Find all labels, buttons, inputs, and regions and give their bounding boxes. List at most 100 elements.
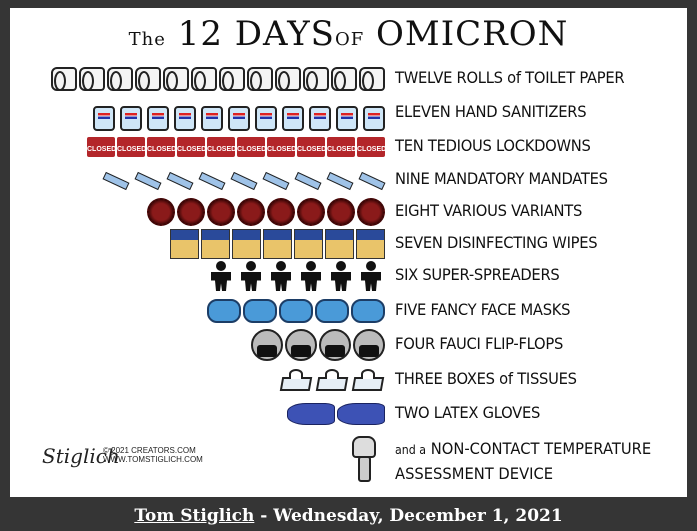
last-line-2: ASSESSMENT DEVICE xyxy=(395,464,554,483)
icon-group xyxy=(287,398,385,430)
person-icon xyxy=(327,261,355,291)
latex-glove-icon xyxy=(287,403,335,425)
wipes-icon xyxy=(263,229,292,259)
artist-signature: Stiglich xyxy=(42,444,120,468)
wipes-icon xyxy=(356,229,385,259)
wipes-icon xyxy=(170,229,199,259)
toilet-paper-icon xyxy=(219,67,245,91)
face-mask-icon xyxy=(351,299,385,323)
icon-group xyxy=(207,295,385,327)
person-icon xyxy=(357,261,385,291)
person-icon xyxy=(297,261,325,291)
verse-row: SEVEN DISINFECTING WIPES xyxy=(0,228,697,260)
virus-icon xyxy=(267,198,295,226)
hand-sanitizer-icon xyxy=(117,98,142,131)
hand-sanitizer-icon xyxy=(333,98,358,131)
title-of: OF xyxy=(334,29,365,50)
verse-row: ELEVEN HAND SANITIZERS xyxy=(0,97,697,131)
verse-label: SIX SUPER-SPREADERS xyxy=(395,265,560,284)
website-line: WWW.TOMSTIGLICH.COM xyxy=(103,455,203,464)
hand-sanitizer-icon xyxy=(252,98,277,131)
wipes-icon xyxy=(325,229,354,259)
hand-sanitizer-icon xyxy=(144,98,169,131)
copyright-text: © 2021 CREATORS.COM WWW.TOMSTIGLICH.COM xyxy=(103,446,203,464)
icon-group xyxy=(51,63,385,95)
toilet-paper-icon xyxy=(163,67,189,91)
verse-label: SEVEN DISINFECTING WIPES xyxy=(395,233,598,252)
icon-group xyxy=(279,364,385,396)
icon-group xyxy=(207,260,385,292)
hand-sanitizer-icon xyxy=(198,98,223,131)
virus-icon xyxy=(177,198,205,226)
wipes-icon xyxy=(294,229,323,259)
verse-label: TWELVE ROLLS of TOILET PAPER xyxy=(395,68,625,87)
virus-icon xyxy=(147,198,175,226)
syringe-icon xyxy=(99,173,129,187)
syringe-icon xyxy=(323,173,353,187)
title-omicron: OMICRON xyxy=(376,14,569,54)
syringe-icon xyxy=(163,173,193,187)
closed-sign-icon: CLOSED xyxy=(297,137,326,157)
verse-label: ELEVEN HAND SANITIZERS xyxy=(395,102,587,121)
thermometer-gun-icon xyxy=(352,436,378,482)
toilet-paper-icon xyxy=(191,67,217,91)
title-number: 12 xyxy=(177,14,223,54)
verse-label: EIGHT VARIOUS VARIANTS xyxy=(395,201,583,220)
hand-sanitizer-icon xyxy=(171,98,196,131)
closed-sign-icon: CLOSED xyxy=(327,137,356,157)
closed-sign-icon: CLOSED xyxy=(117,137,146,157)
caption-date: Wednesday, December 1, 2021 xyxy=(273,506,563,526)
closed-sign-icon: CLOSED xyxy=(177,137,206,157)
author-link[interactable]: Tom Stiglich xyxy=(134,506,255,526)
verse-row: THREE BOXES of TISSUES xyxy=(0,364,697,396)
toilet-paper-icon xyxy=(79,67,105,91)
face-mask-icon xyxy=(279,299,313,323)
title-days: DAYS xyxy=(234,14,335,54)
toilet-paper-icon xyxy=(331,67,357,91)
latex-glove-icon xyxy=(337,403,385,425)
wipes-icon xyxy=(201,229,230,259)
hand-sanitizer-icon xyxy=(225,98,250,131)
cartoon-title: The 12 DAYSOF OMICRON xyxy=(0,14,697,54)
closed-sign-icon: CLOSED xyxy=(357,137,386,157)
syringe-icon xyxy=(291,173,321,187)
icon-group xyxy=(90,97,385,131)
virus-icon xyxy=(237,198,265,226)
hand-sanitizer-icon xyxy=(90,98,115,131)
virus-icon xyxy=(327,198,355,226)
fauci-face-icon xyxy=(251,329,283,361)
tissue-box-icon xyxy=(279,369,313,391)
verse-label: FOUR FAUCI FLIP-FLOPS xyxy=(395,334,564,353)
icon-group xyxy=(251,329,385,361)
verse-label: FIVE FANCY FACE MASKS xyxy=(395,300,571,319)
verse-row: FOUR FAUCI FLIP-FLOPS xyxy=(0,329,697,361)
tissue-box-icon xyxy=(315,369,349,391)
verse-row: TWO LATEX GLOVES xyxy=(0,398,697,430)
virus-icon xyxy=(207,198,235,226)
closed-sign-icon: CLOSED xyxy=(147,137,176,157)
hand-sanitizer-icon xyxy=(279,98,304,131)
wipes-icon xyxy=(232,229,261,259)
syringe-icon xyxy=(259,173,289,187)
face-mask-icon xyxy=(315,299,349,323)
cartoon-caption: Tom Stiglich - Wednesday, December 1, 20… xyxy=(0,506,697,526)
syringe-icon xyxy=(355,173,385,187)
virus-icon xyxy=(297,198,325,226)
verse-label: TWO LATEX GLOVES xyxy=(395,403,541,422)
verse-row: NINE MANDATORY MANDATES xyxy=(0,164,697,196)
person-icon xyxy=(267,261,295,291)
verse-row: FIVE FANCY FACE MASKS xyxy=(0,295,697,327)
syringe-icon xyxy=(131,173,161,187)
toilet-paper-icon xyxy=(275,67,301,91)
verse-last: and a NON-CONTACT TEMPERATURE ASSESSMENT… xyxy=(395,437,651,485)
verse-label: NINE MANDATORY MANDATES xyxy=(395,169,608,188)
toilet-paper-icon xyxy=(135,67,161,91)
closed-sign-icon: CLOSED xyxy=(237,137,266,157)
closed-sign-icon: CLOSED xyxy=(87,137,116,157)
icon-group xyxy=(99,164,385,196)
closed-sign-icon: CLOSED xyxy=(267,137,296,157)
last-line-1: NON-CONTACT TEMPERATURE xyxy=(430,439,652,458)
fauci-face-icon xyxy=(319,329,351,361)
